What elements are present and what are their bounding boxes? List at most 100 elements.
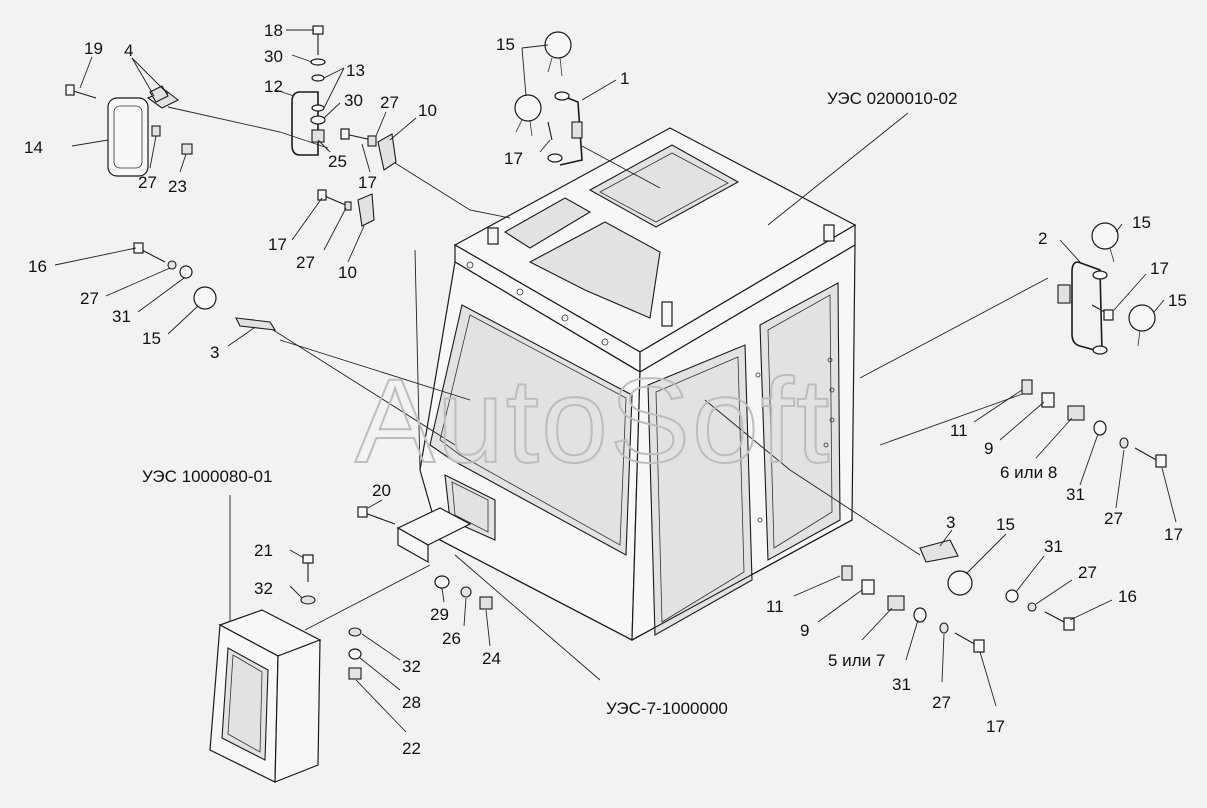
callout: 4 bbox=[124, 41, 133, 60]
callout: 17 bbox=[986, 717, 1005, 736]
callout: 11 bbox=[950, 421, 968, 440]
control-box-group bbox=[209, 554, 362, 783]
callout: 9 bbox=[984, 439, 993, 458]
callout: 17 bbox=[1150, 259, 1169, 278]
lamp-15f bbox=[947, 570, 973, 596]
callout: 17 bbox=[1164, 525, 1183, 544]
roof-bracket-left bbox=[487, 227, 499, 245]
callout: 30 bbox=[264, 47, 283, 66]
mirror bbox=[107, 97, 149, 177]
callout: 15 bbox=[1132, 213, 1151, 232]
washer-32b bbox=[348, 627, 362, 637]
callout: 5 или 7 bbox=[828, 651, 885, 670]
callout: 17 bbox=[268, 235, 287, 254]
lamp-15d bbox=[1091, 222, 1119, 250]
lamp-15c bbox=[193, 286, 217, 310]
callout: 23 bbox=[168, 177, 187, 196]
bracket-10a bbox=[377, 133, 397, 171]
fasteners-right-lower bbox=[841, 565, 985, 653]
callout: 31 bbox=[1044, 537, 1063, 556]
callout: 15 bbox=[142, 329, 161, 348]
nut-24 bbox=[479, 596, 493, 610]
callout: 31 bbox=[1066, 485, 1085, 504]
front-windscreen bbox=[429, 304, 633, 556]
lamp-left-group bbox=[133, 242, 277, 331]
callout: 25 bbox=[328, 152, 347, 171]
callout: 11 bbox=[766, 597, 784, 616]
callout: 15 bbox=[496, 35, 515, 54]
washer-27d bbox=[167, 260, 177, 270]
roof-front-window bbox=[528, 221, 661, 319]
callout: 3 bbox=[946, 513, 955, 532]
callout: 9 bbox=[800, 621, 809, 640]
washer-27f bbox=[1027, 602, 1037, 612]
callout: 27 bbox=[1104, 509, 1123, 528]
roof-visor bbox=[503, 197, 592, 249]
callout: 16 bbox=[28, 257, 47, 276]
lamp-15a bbox=[544, 31, 572, 59]
watermark: AutoSoft bbox=[355, 354, 831, 488]
callout: 16 bbox=[1118, 587, 1137, 606]
lamp-handle-right-group bbox=[1057, 222, 1156, 355]
clamp-6-8 bbox=[1067, 405, 1085, 421]
callout: 1 bbox=[620, 69, 629, 88]
callout: 15 bbox=[996, 515, 1015, 534]
callout: 29 bbox=[430, 605, 449, 624]
bottom-bracket-group bbox=[357, 506, 493, 610]
washer-27e bbox=[1119, 437, 1129, 449]
nut-23 bbox=[181, 143, 193, 155]
callout: 21 bbox=[254, 541, 273, 560]
nut-25 bbox=[311, 129, 325, 143]
handle-upper-group bbox=[291, 25, 397, 227]
washer-32a bbox=[300, 595, 316, 605]
lamp-handle-top-group bbox=[514, 31, 583, 166]
callout: 15 bbox=[1168, 291, 1187, 310]
callout: 27 bbox=[1078, 563, 1097, 582]
lamp-15b bbox=[514, 94, 542, 122]
clamp-5-7 bbox=[887, 595, 905, 611]
washer-31d bbox=[913, 607, 927, 623]
leader-lines bbox=[167, 106, 1049, 681]
callout: 14 bbox=[24, 138, 43, 157]
callout-numbers: 19 4 14 27 23 18 30 13 12 30 27 10 25 17… bbox=[24, 21, 1187, 758]
callout: 2 bbox=[1038, 229, 1047, 248]
callout: 10 bbox=[418, 101, 437, 120]
callout: 18 bbox=[264, 21, 283, 40]
callout: 32 bbox=[402, 657, 421, 676]
rear-side-window bbox=[759, 282, 841, 561]
roof-plate bbox=[661, 301, 673, 327]
callout-leaders bbox=[54, 29, 1177, 733]
callout: 24 bbox=[482, 649, 501, 668]
box-side bbox=[274, 639, 321, 783]
nut-22 bbox=[348, 667, 362, 680]
assembly-label-roof: УЭС 0200010-02 bbox=[827, 89, 957, 108]
assembly-label-cab: УЭС-7-1000000 bbox=[606, 699, 728, 718]
callout: 20 bbox=[372, 481, 391, 500]
plate-11a bbox=[1021, 379, 1033, 395]
bolt-17c bbox=[547, 121, 553, 141]
box-window bbox=[221, 647, 269, 761]
bracket-10b bbox=[357, 193, 375, 227]
grab-handle-2 bbox=[1071, 261, 1103, 354]
callout: 27 bbox=[80, 289, 99, 308]
grab-handle-12 bbox=[291, 91, 319, 156]
callout: 17 bbox=[358, 173, 377, 192]
callout: 31 bbox=[112, 307, 131, 326]
callout: 27 bbox=[380, 93, 399, 112]
callout: 12 bbox=[264, 77, 283, 96]
callout: 28 bbox=[402, 693, 421, 712]
callout: 6 или 8 bbox=[1000, 463, 1057, 482]
callout: 19 bbox=[84, 39, 103, 58]
washer-27a bbox=[151, 125, 161, 137]
callout: 30 bbox=[344, 91, 363, 110]
callout: 27 bbox=[932, 693, 951, 712]
callout: 17 bbox=[504, 149, 523, 168]
bracket-3b bbox=[919, 539, 959, 563]
callout: 13 bbox=[346, 61, 365, 80]
washer-31a bbox=[179, 265, 193, 279]
washer-30a bbox=[310, 58, 326, 66]
mirror-group bbox=[65, 84, 193, 177]
assembly-label-box: УЭС 1000080-01 bbox=[142, 467, 272, 486]
callout: 31 bbox=[892, 675, 911, 694]
washer-26 bbox=[460, 586, 472, 598]
